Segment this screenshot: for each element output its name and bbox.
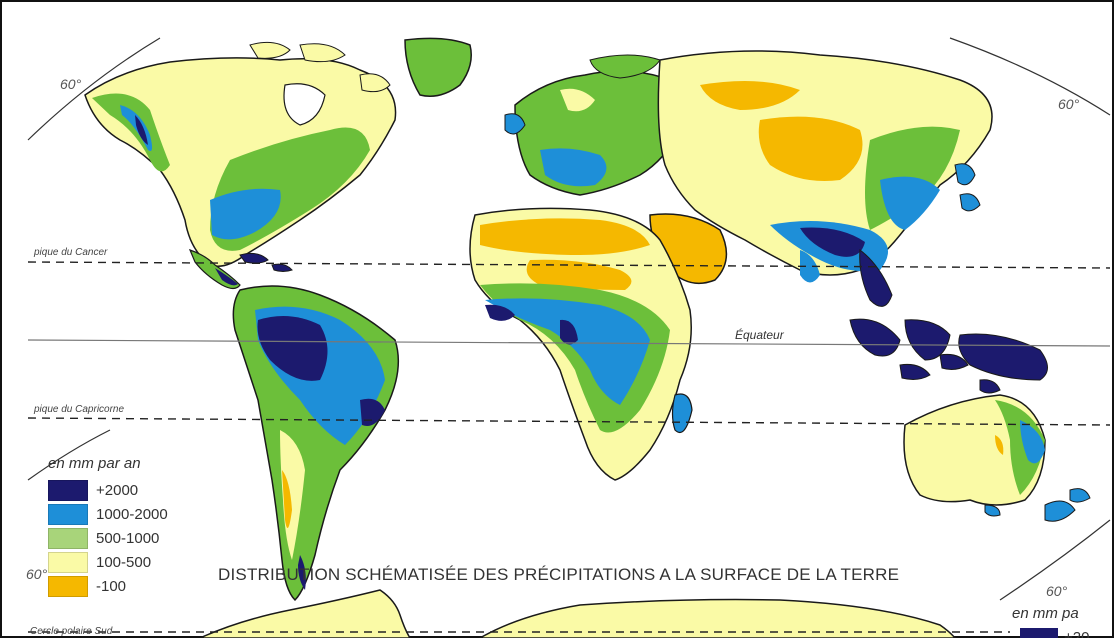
legend-swatch <box>48 575 88 597</box>
greenland <box>404 37 472 97</box>
legend-swatch <box>48 503 88 525</box>
label-tropic-capricorn: pique du Capricorne <box>34 404 125 415</box>
asia <box>657 50 993 307</box>
legend-title: en mm par an <box>48 455 141 472</box>
legend-label: +2000 <box>96 481 139 499</box>
legend-item: -100 <box>36 574 168 598</box>
label-60-bottom-right: 60° <box>1046 583 1068 599</box>
legend: en mm par an +2000 1000-2000 500-1000 100-5… <box>36 455 168 598</box>
legend-right: en mm pa +20 <box>1012 605 1089 638</box>
legend-label: 1000-2000 <box>96 505 168 523</box>
label-60-bottom-left: 60° <box>26 566 48 582</box>
label-60-top-right: 60° <box>1058 96 1080 112</box>
europe <box>504 54 685 196</box>
legend-right-label: +20 <box>1064 629 1090 638</box>
legend-item: 500-1000 <box>36 526 168 550</box>
map-title: DISTRIBUTION SCHÉMATISÉE DES PRÉCIPITATI… <box>218 565 900 584</box>
parallel-60-nw <box>27 37 161 141</box>
africa <box>469 207 693 481</box>
legend-right-title: en mm pa <box>1012 605 1079 622</box>
legend-label: -100 <box>96 577 127 595</box>
label-tropic-cancer: pique du Cancer <box>34 247 108 258</box>
legend-right-row: +20 <box>1012 628 1089 638</box>
legend-item: 100-500 <box>36 550 168 574</box>
legend-item: +2000 <box>36 478 168 502</box>
legend-label: 100-500 <box>96 553 152 571</box>
legend-label: 500-1000 <box>96 529 160 547</box>
legend-swatch <box>48 479 88 501</box>
label-60-top-left: 60° <box>60 76 82 92</box>
australia <box>903 394 1091 522</box>
label-polar-circle-south: Cercle polaire Sud <box>30 626 113 637</box>
parallel-60-se <box>999 519 1111 601</box>
tropic-of-cancer-line <box>27 261 1111 269</box>
equator-line <box>27 339 1111 347</box>
legend-swatch <box>48 527 88 549</box>
parallel-60-sw <box>27 429 111 481</box>
legend-item: 1000-2000 <box>36 502 168 526</box>
label-equator: Équateur <box>735 328 784 342</box>
legend-items: +2000 1000-2000 500-1000 100-500 -100 <box>36 478 168 598</box>
antarctica <box>199 589 956 638</box>
parallel-60-ne <box>949 37 1111 116</box>
legend-swatch <box>48 551 88 573</box>
north-america <box>84 41 397 290</box>
tropic-of-capricorn-line <box>27 417 1111 426</box>
legend-right-swatch <box>1020 628 1058 638</box>
